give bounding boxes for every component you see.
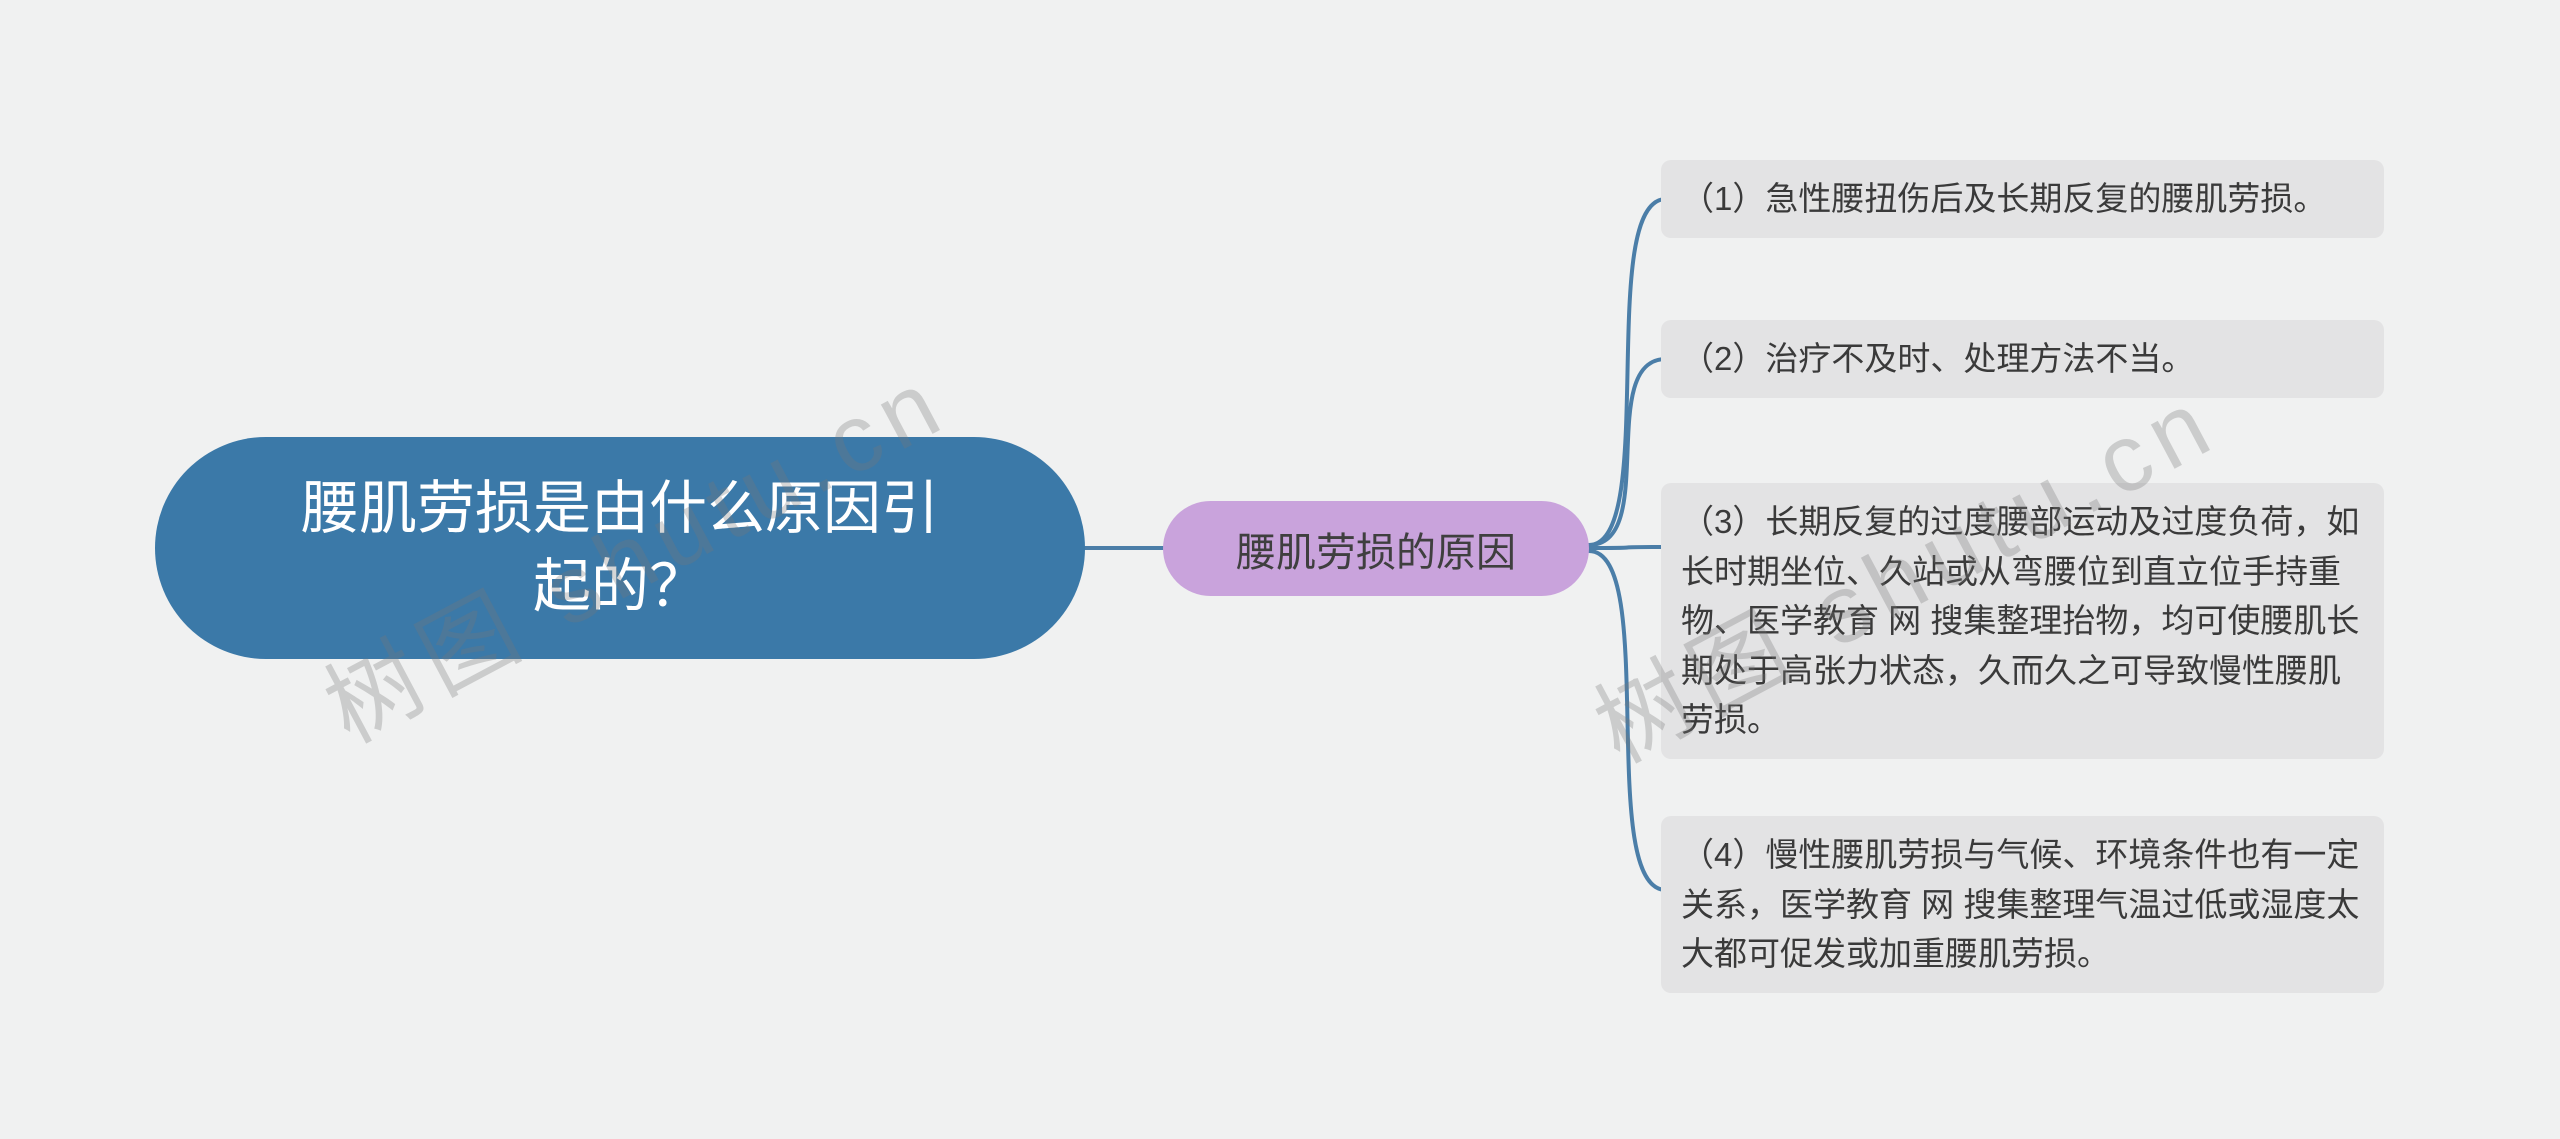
connector-branch-leaf-2 [1587, 357, 1668, 547]
branch-topic-node[interactable]: 腰肌劳损的原因 [1163, 501, 1589, 596]
leaf-node-4[interactable]: （4）慢性腰肌劳损与气候、环境条件也有一定关系，医学教育 网 搜集整理气温过低或… [1661, 816, 2384, 993]
leaf-node-3[interactable]: （3）长期反复的过度腰部运动及过度负荷，如长时期坐位、久站或从弯腰位到直立位手持… [1661, 483, 2384, 759]
root-topic-node[interactable]: 腰肌劳损是由什么原因引起的？ [155, 437, 1085, 659]
leaf-node-1[interactable]: （1）急性腰扭伤后及长期反复的腰肌劳损。 [1661, 160, 2384, 238]
connector-branch-leaf-4 [1587, 549, 1668, 892]
connector-branch-leaf-1 [1587, 197, 1668, 547]
leaf-node-2[interactable]: （2）治疗不及时、处理方法不当。 [1661, 320, 2384, 398]
connector-branch-leaf-3 [1587, 545, 1668, 550]
